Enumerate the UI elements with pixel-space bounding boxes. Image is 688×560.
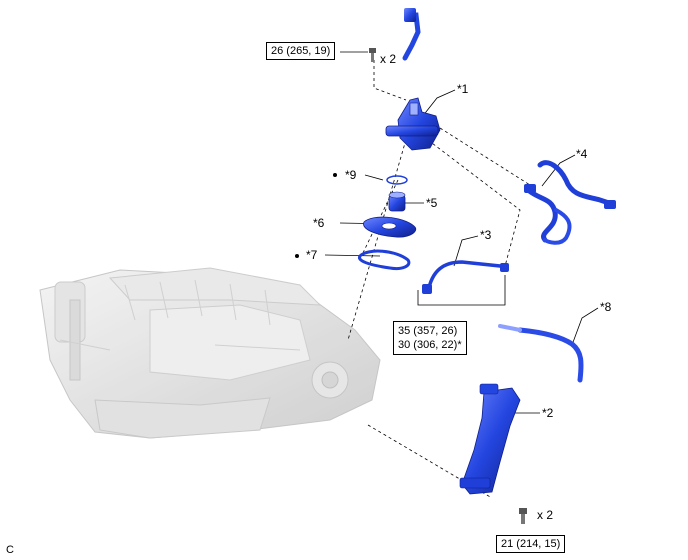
callout-7: *7 bbox=[306, 248, 318, 262]
callout-8: *8 bbox=[600, 300, 612, 314]
part-2-bracket bbox=[459, 383, 521, 495]
part-9-o-ring bbox=[386, 175, 408, 185]
part-3-fuel-tube bbox=[422, 260, 509, 294]
bullet-dot-9 bbox=[333, 173, 337, 177]
torque-spec-bottom-bolt: 21 (214, 15) bbox=[496, 535, 566, 553]
figure-code: C bbox=[6, 544, 14, 556]
part-4-fuel-hose bbox=[524, 160, 616, 245]
callout-6: *6 bbox=[313, 216, 325, 230]
quantity-bottom-bolt: x 2 bbox=[537, 508, 554, 522]
callout-2: *2 bbox=[542, 406, 554, 420]
torque-spec-fuel-tube-line-2: 30 (306, 22)* bbox=[398, 339, 462, 351]
bullet-dot-7 bbox=[295, 254, 299, 258]
bolt-top bbox=[369, 48, 376, 62]
torque-spec-fuel-tube: 35 (357, 26) 30 (306, 22)* bbox=[393, 321, 467, 355]
callout-4: *4 bbox=[576, 147, 588, 161]
callout-9: *9 bbox=[345, 168, 357, 182]
engine-illustration bbox=[39, 267, 381, 439]
part-1-fuel-pump bbox=[385, 8, 441, 151]
callout-5: *5 bbox=[426, 196, 438, 210]
torque-spec-fuel-tube-line-1: 35 (357, 26) bbox=[398, 325, 458, 337]
torque-spec-top-bolt: 26 (265, 19) bbox=[266, 42, 336, 60]
callout-3: *3 bbox=[480, 228, 492, 242]
part-8-hose bbox=[498, 324, 584, 383]
part-6-flange bbox=[363, 216, 417, 238]
quantity-top-bolt: x 2 bbox=[380, 52, 397, 66]
callout-1: *1 bbox=[457, 82, 469, 96]
part-5-lifter bbox=[388, 191, 406, 212]
part-7-gasket bbox=[358, 249, 411, 270]
bolt-bottom bbox=[519, 508, 527, 524]
